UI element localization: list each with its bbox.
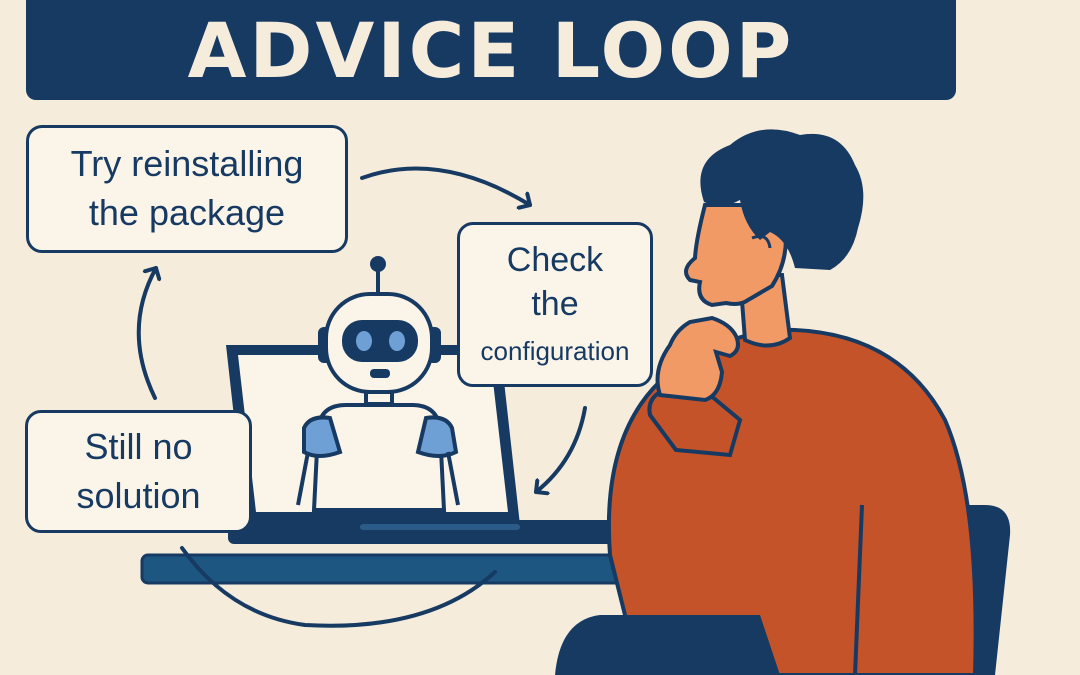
step2-line3: configuration <box>480 335 630 366</box>
arrow-top <box>360 166 532 205</box>
step1-line1: Try reinstalling <box>70 143 304 185</box>
step3-line1: Still no <box>84 425 193 467</box>
arrow-bottom <box>180 546 497 628</box>
step-reinstall-package: Try reinstalling the package <box>26 125 348 253</box>
step-check-configuration: Check the configuration <box>457 222 653 387</box>
step3-line2: solution <box>76 474 201 516</box>
robot-icon <box>296 256 460 512</box>
person-figure <box>555 129 978 675</box>
title-banner: ADVICE LOOP <box>26 0 956 100</box>
step2-line1: Check <box>506 241 604 280</box>
step-still-no-solution: Still no solution <box>25 410 252 533</box>
step1-line2: the package <box>88 192 286 233</box>
title-text: ADVICE LOOP <box>187 5 795 95</box>
arrow-right <box>534 406 587 492</box>
arrow-left <box>136 266 156 400</box>
step2-line2: the <box>531 285 579 324</box>
